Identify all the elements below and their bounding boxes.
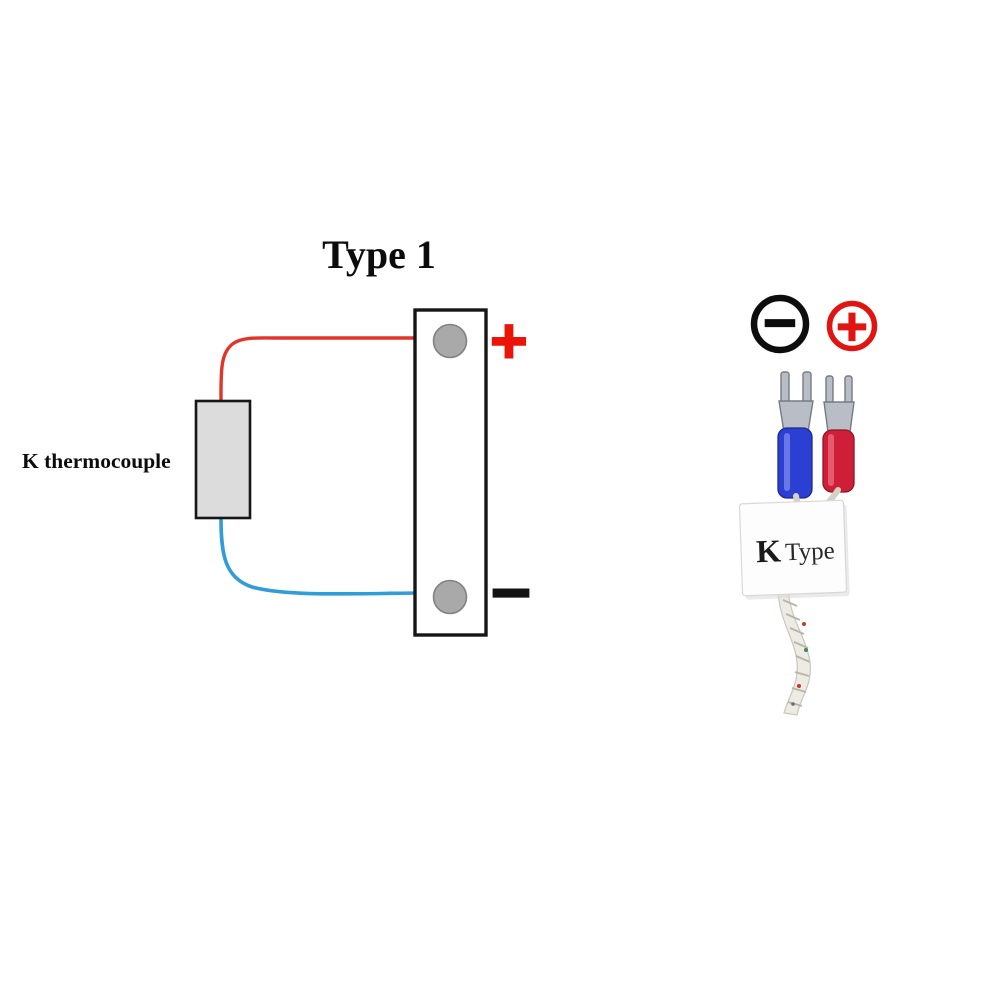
plus-glyph: + <box>834 301 869 350</box>
plus-polarity-icon: + <box>826 300 878 352</box>
fork-prong <box>844 375 853 405</box>
thermocouple-body <box>194 399 252 520</box>
tag-text-k: K <box>755 532 781 569</box>
braided-cable <box>777 587 812 716</box>
fork-prong <box>825 375 834 405</box>
cable-fleck <box>791 702 795 706</box>
fork-terminal-positive <box>823 375 855 433</box>
positive-wire <box>219 336 418 403</box>
terminal-positive <box>432 323 468 359</box>
cable-fleck <box>802 622 806 626</box>
sleeve-highlight <box>784 433 790 491</box>
thermocouple-label: K thermocouple <box>22 449 171 473</box>
terminal-negative <box>432 579 468 615</box>
positive-symbol: + <box>488 311 530 369</box>
tag-text-type: Type <box>785 538 836 567</box>
product-photo: − + <box>738 294 878 716</box>
blue-sleeve <box>777 427 813 499</box>
plus-ring <box>826 300 878 352</box>
schematic: Type 1 + − K thermocouple <box>22 232 535 637</box>
minus-ring <box>750 294 810 354</box>
negative-wire <box>219 516 418 596</box>
cable-fleck <box>797 684 801 688</box>
fork-prong <box>802 371 812 405</box>
sleeve-highlight <box>828 434 834 486</box>
schematic-title: Type 1 <box>322 232 436 277</box>
tag-face <box>738 499 848 597</box>
cable-fleck <box>804 648 808 652</box>
fork-terminal-negative <box>778 371 814 433</box>
type-label-tag: K Type <box>738 499 850 600</box>
red-sleeve <box>822 429 855 493</box>
fork-prong <box>780 371 790 405</box>
minus-polarity-icon: − <box>750 294 810 354</box>
fork-body <box>823 401 855 433</box>
cable-texture <box>782 599 811 707</box>
minus-glyph: − <box>762 297 799 348</box>
negative-symbol: − <box>488 560 533 623</box>
